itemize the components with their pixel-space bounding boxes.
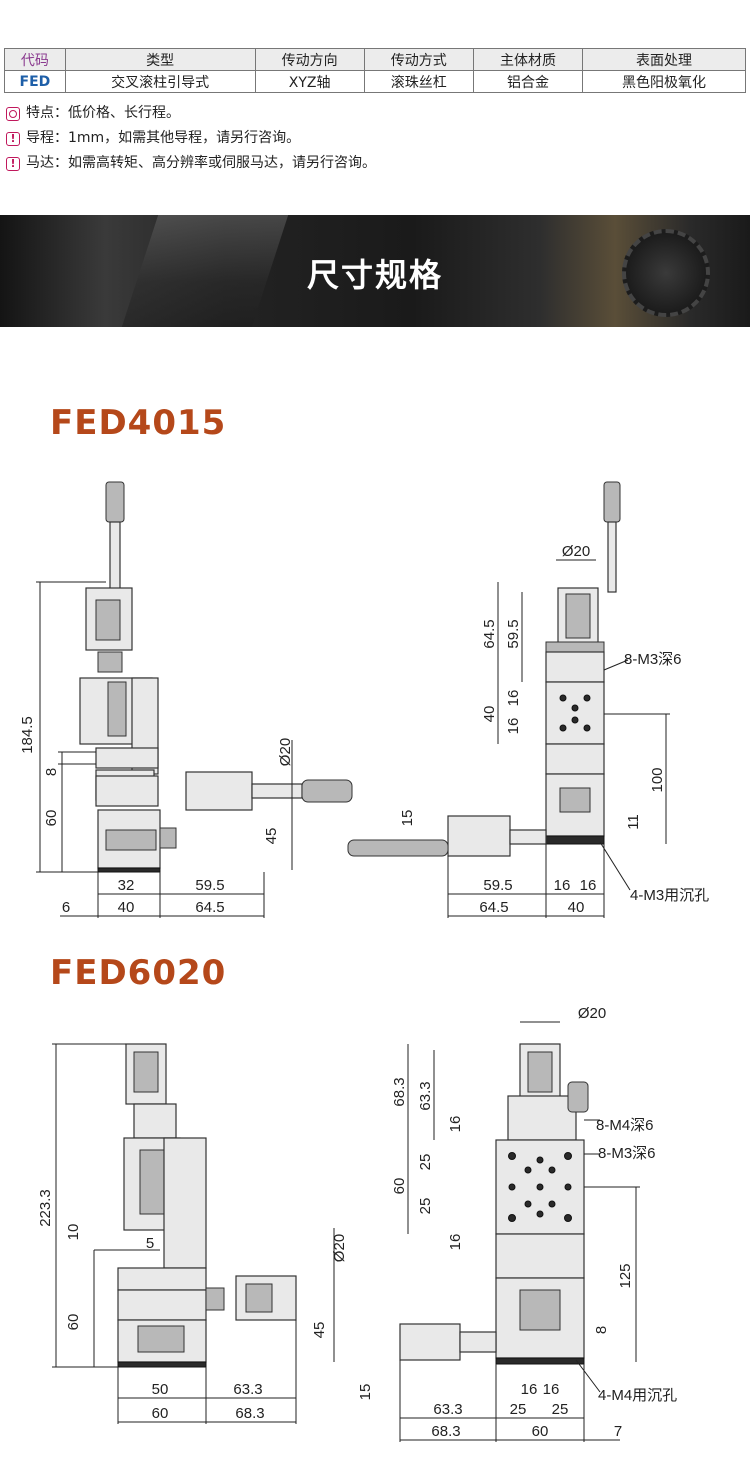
cell-surface: 黑色阳极氧化 (582, 70, 746, 93)
spec-table-header-row: 代码 类型 传动方向 传动方式 主体材质 表面处理 (4, 48, 746, 71)
dim-w4: 64.5 (479, 899, 508, 916)
dim-w5: 68.3 (235, 1405, 264, 1422)
note-lead: ! 导程：1mm，如需其他导程，请另行咨询。 (6, 126, 376, 151)
cell-type: 交叉滚柱引导式 (64, 70, 256, 93)
cell-material: 铝合金 (472, 70, 584, 93)
fed4015-drawing: 184.5 8 60 Ø20 45 32 59.5 6 40 64.5 (19, 481, 709, 918)
counterbore-label: 4-M3用沉孔 (630, 887, 709, 904)
fed6020-front-view (399, 1043, 589, 1365)
dim-w5: 40 (568, 899, 585, 916)
fed6020-side-dims: 223.3 10 5 60 Ø20 45 50 63.3 60 68.3 (37, 1043, 348, 1424)
header-code: 代码 (4, 48, 66, 71)
dim-hole-bottom: 16 (447, 1234, 464, 1251)
dim-hole2: 25 (417, 1198, 434, 1215)
header-type: 类型 (64, 48, 256, 71)
dim-motor-dia: Ø20 (331, 1234, 348, 1262)
cell-drive: 滚珠丝杠 (363, 70, 474, 93)
dim-w8: 7 (614, 1423, 622, 1440)
notes-list: 特点：低价格、长行程。 ! 导程：1mm，如需其他导程，请另行咨询。 ! 马达：… (6, 101, 376, 176)
dim-w6: 25 (552, 1401, 569, 1418)
banner-title: 尺寸规格 (306, 256, 443, 294)
note-text: 马达：如需高转矩、高分辨率或伺服马达，请另行咨询。 (26, 155, 376, 171)
dim-h2: 63.3 (417, 1081, 434, 1110)
dim-h1: 64.5 (481, 619, 498, 648)
tap-label-2: 8-M3深6 (598, 1145, 656, 1162)
mounting-holes (508, 1152, 572, 1222)
header-drive: 传动方式 (363, 48, 474, 71)
dim-base-height: 60 (43, 810, 60, 827)
dim-offset2: 5 (146, 1235, 154, 1252)
note-text: 导程：1mm，如需其他导程，请另行咨询。 (26, 130, 301, 146)
dim-height: 223.3 (37, 1189, 54, 1227)
model-title-fed4015: FED4015 (50, 403, 227, 443)
note-text: 特点：低价格、长行程。 (26, 105, 180, 121)
fed4015-side-dims: 184.5 8 60 Ø20 45 32 59.5 6 40 64.5 (19, 581, 294, 918)
dim-base-height: 60 (65, 1314, 82, 1331)
dim-w2: 16 (554, 877, 571, 894)
dim-motor-dia: Ø20 (277, 738, 294, 766)
dim-w4: 68.3 (431, 1423, 460, 1440)
dim-w2: 59.5 (195, 877, 224, 894)
fed4015-front-view (347, 481, 621, 857)
dim-w5: 25 (510, 1401, 527, 1418)
section-banner: 尺寸规格 (0, 215, 750, 327)
note-motor: ! 马达：如需高转矩、高分辨率或伺服马达，请另行咨询。 (6, 151, 376, 176)
dim-offset: 8 (43, 768, 60, 776)
dim-w3: 16 (580, 877, 597, 894)
dim-motor-height: 45 (311, 1322, 328, 1339)
header-surface: 表面处理 (582, 48, 746, 71)
dim-w2: 63.3 (233, 1381, 262, 1398)
dim-offset: 10 (65, 1224, 82, 1241)
dim-w1: 59.5 (483, 877, 512, 894)
dim-small-h: 8 (593, 1326, 610, 1334)
header-material: 主体材质 (472, 48, 584, 71)
dim-left-h: 15 (399, 810, 416, 827)
dim-w1: 50 (152, 1381, 169, 1398)
header-direction: 传动方向 (254, 48, 365, 71)
dim-table-h: 40 (481, 706, 498, 723)
dim-w7: 60 (532, 1423, 549, 1440)
fed6020-drawing: 223.3 10 5 60 Ø20 45 50 63.3 60 68.3 (37, 1005, 677, 1442)
cell-code: FED (4, 70, 66, 93)
dim-w2: 16 (521, 1381, 538, 1398)
spec-table-row: FED 交叉滚柱引导式 XYZ轴 滚珠丝杠 铝合金 黑色阳极氧化 (4, 70, 746, 93)
dim-motor-height: 45 (263, 828, 280, 845)
circle-icon (6, 106, 20, 121)
fed4015-side-view (79, 481, 353, 873)
fed4015-front-dims: Ø20 64.5 59.5 40 16 16 8-M3深6 100 11 15 … (399, 543, 709, 918)
dim-left-h: 15 (357, 1384, 374, 1401)
dim-h2: 59.5 (505, 619, 522, 648)
cell-direction: XYZ轴 (254, 70, 365, 93)
exclamation-icon: ! (6, 131, 20, 146)
dim-hole1: 25 (417, 1154, 434, 1171)
dim-hole2: 16 (505, 718, 522, 735)
dim-w4: 40 (118, 899, 135, 916)
dim-h1: 68.3 (391, 1077, 408, 1106)
dim-stroke: 125 (617, 1263, 634, 1288)
dim-small-h: 11 (625, 814, 642, 830)
tap-label-1: 8-M4深6 (596, 1117, 654, 1134)
note-feature: 特点：低价格、长行程。 (6, 101, 376, 126)
dim-hole-top: 16 (447, 1116, 464, 1133)
model-title-fed6020: FED6020 (50, 953, 227, 993)
dim-w1: 63.3 (433, 1401, 462, 1418)
dim-w1: 32 (118, 877, 135, 894)
dim-w5: 64.5 (195, 899, 224, 916)
dim-w4: 60 (152, 1405, 169, 1422)
dim-height: 184.5 (19, 716, 36, 754)
exclamation-icon: ! (6, 156, 20, 171)
dim-stroke: 100 (649, 767, 666, 792)
dim-w3: 6 (62, 899, 70, 916)
dim-motor-dia: Ø20 (578, 1005, 606, 1022)
spec-table: 代码 类型 传动方向 传动方式 主体材质 表面处理 FED 交叉滚柱引导式 XY… (4, 48, 746, 93)
dim-motor-dia: Ø20 (562, 543, 590, 560)
dim-hole1: 16 (505, 690, 522, 707)
dim-w3: 16 (543, 1381, 560, 1398)
counterbore-label: 4-M4用沉孔 (598, 1387, 677, 1404)
dim-table-h: 60 (391, 1178, 408, 1195)
fed6020-front-dims: Ø20 68.3 63.3 16 25 60 25 16 8-M4深6 8-M3… (357, 1005, 677, 1442)
tap-label: 8-M3深6 (624, 651, 682, 668)
fed6020-side-view (117, 1043, 297, 1368)
